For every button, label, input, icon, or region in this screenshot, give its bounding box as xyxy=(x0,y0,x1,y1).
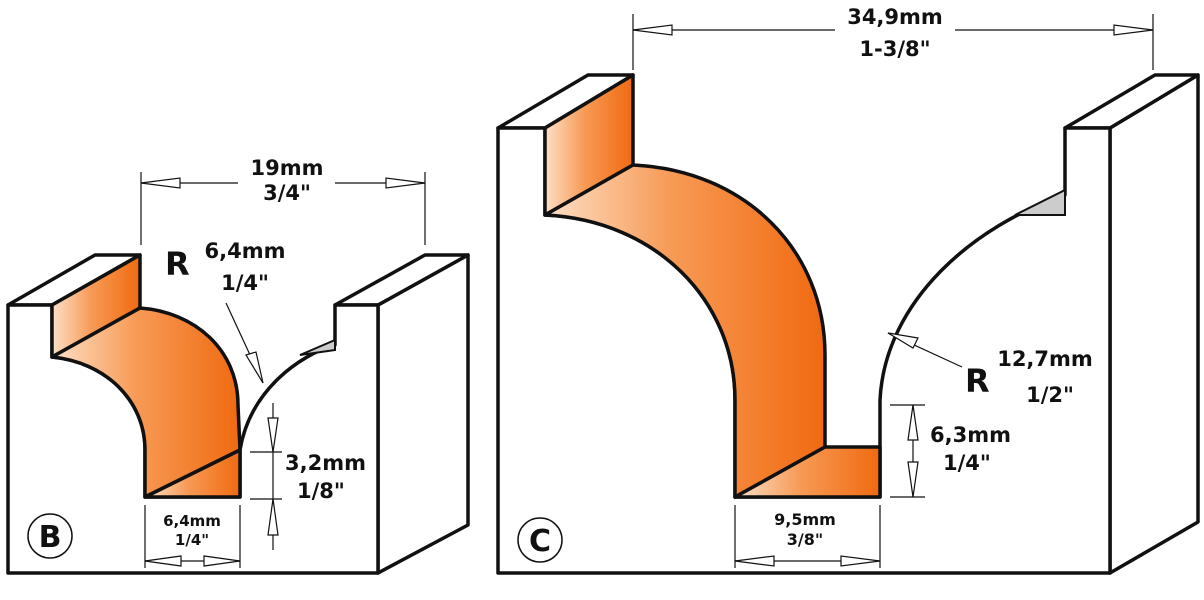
block-b-side-face xyxy=(376,253,470,575)
profile-c: 34,9mm 1-3/8" R 12,7mm 1/2" 6,3mm 1/4" 9… xyxy=(496,5,1200,575)
svg-text:C: C xyxy=(529,524,551,559)
block-c-bottom-face xyxy=(733,445,882,499)
dimension-width-b: 19mm 3/4" xyxy=(140,156,426,245)
width-mm-label: 19mm xyxy=(251,156,324,180)
width-mm-label: 34,9mm xyxy=(847,5,943,29)
dimension-depth-b: 3,2mm 1/8" xyxy=(250,403,366,550)
width-in-label: 1-3/8" xyxy=(859,37,930,61)
dimension-radius-c: R 12,7mm 1/2" xyxy=(887,332,1093,407)
bottom-mm-label: 6,4mm xyxy=(163,512,221,530)
block-b-bottom-face xyxy=(143,448,242,499)
radius-prefix: R xyxy=(165,245,190,283)
profile-badge-c: C xyxy=(517,517,563,563)
radius-in-label: 1/4" xyxy=(221,271,269,295)
block-c-cove-face xyxy=(543,163,827,499)
depth-in-label: 1/4" xyxy=(943,451,991,475)
radius-mm-label: 6,4mm xyxy=(205,239,286,263)
bottom-in-label: 3/8" xyxy=(787,530,823,549)
dimension-bottom-c: 9,5mm 3/8" xyxy=(734,505,881,568)
depth-in-label: 1/8" xyxy=(297,479,345,503)
dimension-radius-b: R 6,4mm 1/4" xyxy=(165,239,286,384)
depth-mm-label: 3,2mm xyxy=(285,451,366,475)
dimension-bottom-b: 6,4mm 1/4" xyxy=(144,505,241,568)
bottom-mm-label: 9,5mm xyxy=(774,510,836,529)
depth-mm-label: 6,3mm xyxy=(930,423,1011,447)
dimension-width-c: 34,9mm 1-3/8" xyxy=(632,5,1154,70)
dimension-depth-c: 6,3mm 1/4" xyxy=(890,404,1011,498)
profile-badge-b: B xyxy=(27,513,73,559)
block-c-edge-shadow xyxy=(1014,188,1066,216)
width-in-label: 3/4" xyxy=(263,181,311,205)
svg-text:B: B xyxy=(39,520,62,555)
radius-mm-label: 12,7mm xyxy=(997,347,1093,371)
block-c-side-face xyxy=(1108,73,1200,575)
profile-b: 19mm 3/4" R 6,4mm 1/4" 3,2mm 1/8" 6,4mm xyxy=(6,156,470,575)
radius-prefix: R xyxy=(965,362,990,400)
block-b-edge-shadow xyxy=(299,338,336,356)
radius-in-label: 1/2" xyxy=(1026,383,1074,407)
bottom-in-label: 1/4" xyxy=(175,531,209,549)
